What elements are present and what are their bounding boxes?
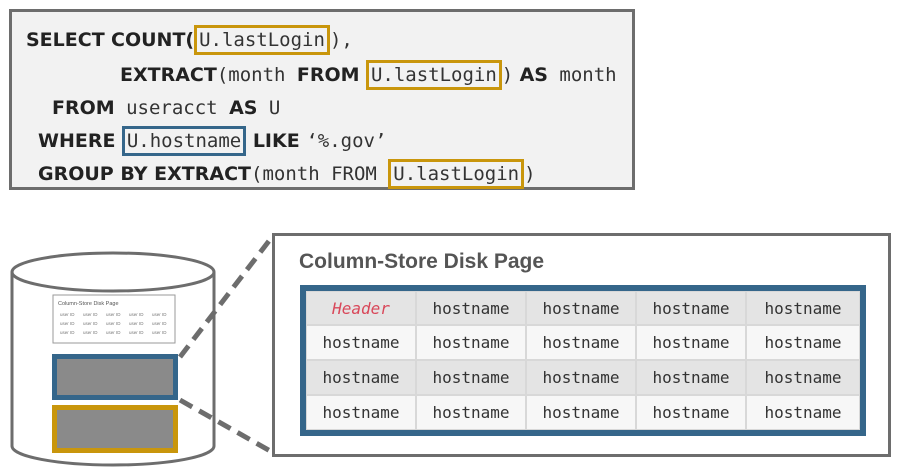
from-keyword: FROM: [296, 64, 360, 86]
sql-close-paren-3: ): [524, 163, 536, 185]
mini-userid-cell: user ID: [152, 321, 167, 326]
hostname-cell: hostname: [636, 325, 746, 360]
from-keyword-main: FROM: [52, 97, 115, 119]
lastlogin-highlight-2: U.lastLogin: [365, 60, 502, 90]
hostname-cell: hostname: [416, 360, 526, 395]
sql-line-3: FROM useracct AS U: [52, 92, 280, 122]
mini-userid-cell: user ID: [83, 330, 98, 335]
lastlogin-highlight-3: U.lastLogin: [388, 159, 525, 189]
where-keyword: WHERE: [38, 130, 116, 152]
group-by-keyword: GROUP BY EXTRACT: [38, 163, 251, 185]
hostname-highlight: U.hostname: [121, 126, 247, 156]
disk-cylinder: Column-Store Disk Page user ID user ID use…: [10, 251, 216, 467]
hostname-cell: hostname: [416, 291, 526, 325]
hostname-cell: hostname: [416, 395, 526, 430]
hostname-cell: hostname: [526, 291, 636, 325]
select-keyword: SELECT: [26, 29, 105, 51]
mini-userid-cell: user ID: [129, 312, 144, 317]
hostname-cell: hostname: [746, 325, 860, 360]
mini-userid-cell: user ID: [60, 330, 75, 335]
hostname-cell: hostname: [636, 291, 746, 325]
like-pattern: ‘%.gov’: [306, 130, 387, 152]
mini-userid-cell: user ID: [83, 312, 98, 317]
mini-userid-cell: user ID: [152, 330, 167, 335]
mini-lastlogin-block: [52, 405, 178, 453]
mini-page-title: Column-Store Disk Page: [58, 301, 119, 307]
mini-userid-cell: user ID: [106, 330, 121, 335]
sql-line-5: GROUP BY EXTRACT(month FROM U.lastLogin): [38, 158, 536, 189]
sql-line-1: SELECT COUNT(U.lastLogin),: [26, 24, 353, 55]
mini-userid-cell: user ID: [83, 321, 98, 326]
hostname-cell: hostname: [306, 395, 416, 430]
mini-userid-cell: user ID: [152, 312, 167, 317]
sql-group-month-arg: (month FROM: [251, 163, 389, 185]
table-alias: U: [257, 97, 281, 119]
mini-hostname-block: [52, 354, 178, 400]
sql-line-2: EXTRACT(month FROM U.lastLogin) AS month: [120, 59, 617, 90]
mini-userid-cell: user ID: [60, 321, 75, 326]
mini-userid-cell: user ID: [106, 312, 121, 317]
mini-userid-cell: user ID: [129, 330, 144, 335]
sql-close-paren: ),: [329, 29, 353, 51]
sql-query-box: SELECT COUNT(U.lastLogin), EXTRACT(month…: [9, 9, 635, 190]
hostname-cell: hostname: [636, 360, 746, 395]
table-name: useracct: [114, 97, 230, 119]
mini-disk-page: Column-Store Disk Page user ID user ID use…: [52, 294, 176, 344]
hostname-cell: hostname: [526, 325, 636, 360]
sql-line-4: WHERE U.hostname LIKE ‘%.gov’: [38, 125, 387, 156]
page-title: Column-Store Disk Page: [299, 250, 545, 273]
count-function: COUNT(: [111, 29, 195, 51]
hostname-cell: hostname: [636, 395, 746, 430]
mini-userid-cell: user ID: [60, 312, 75, 317]
extract-keyword: EXTRACT: [120, 64, 217, 86]
sql-close-paren-2: ): [501, 64, 514, 86]
hostname-cell: hostname: [526, 360, 636, 395]
hostname-cell: hostname: [526, 395, 636, 430]
sql-month-arg: (month: [216, 64, 297, 86]
as-keyword-table: AS: [229, 97, 258, 119]
page-header-cell: Header: [306, 291, 416, 325]
hostname-cell: hostname: [416, 325, 526, 360]
hostname-cell: hostname: [306, 360, 416, 395]
hostname-cell: hostname: [746, 395, 860, 430]
month-alias: month: [547, 64, 617, 86]
as-keyword: AS: [519, 64, 548, 86]
hostname-cell: hostname: [306, 325, 416, 360]
mini-userid-cell: user ID: [106, 321, 121, 326]
hostname-cell: hostname: [746, 291, 860, 325]
mini-userid-cell: user ID: [129, 321, 144, 326]
hostname-cell: hostname: [746, 360, 860, 395]
like-keyword: LIKE: [246, 130, 307, 152]
lastlogin-highlight-1: U.lastLogin: [194, 25, 330, 55]
